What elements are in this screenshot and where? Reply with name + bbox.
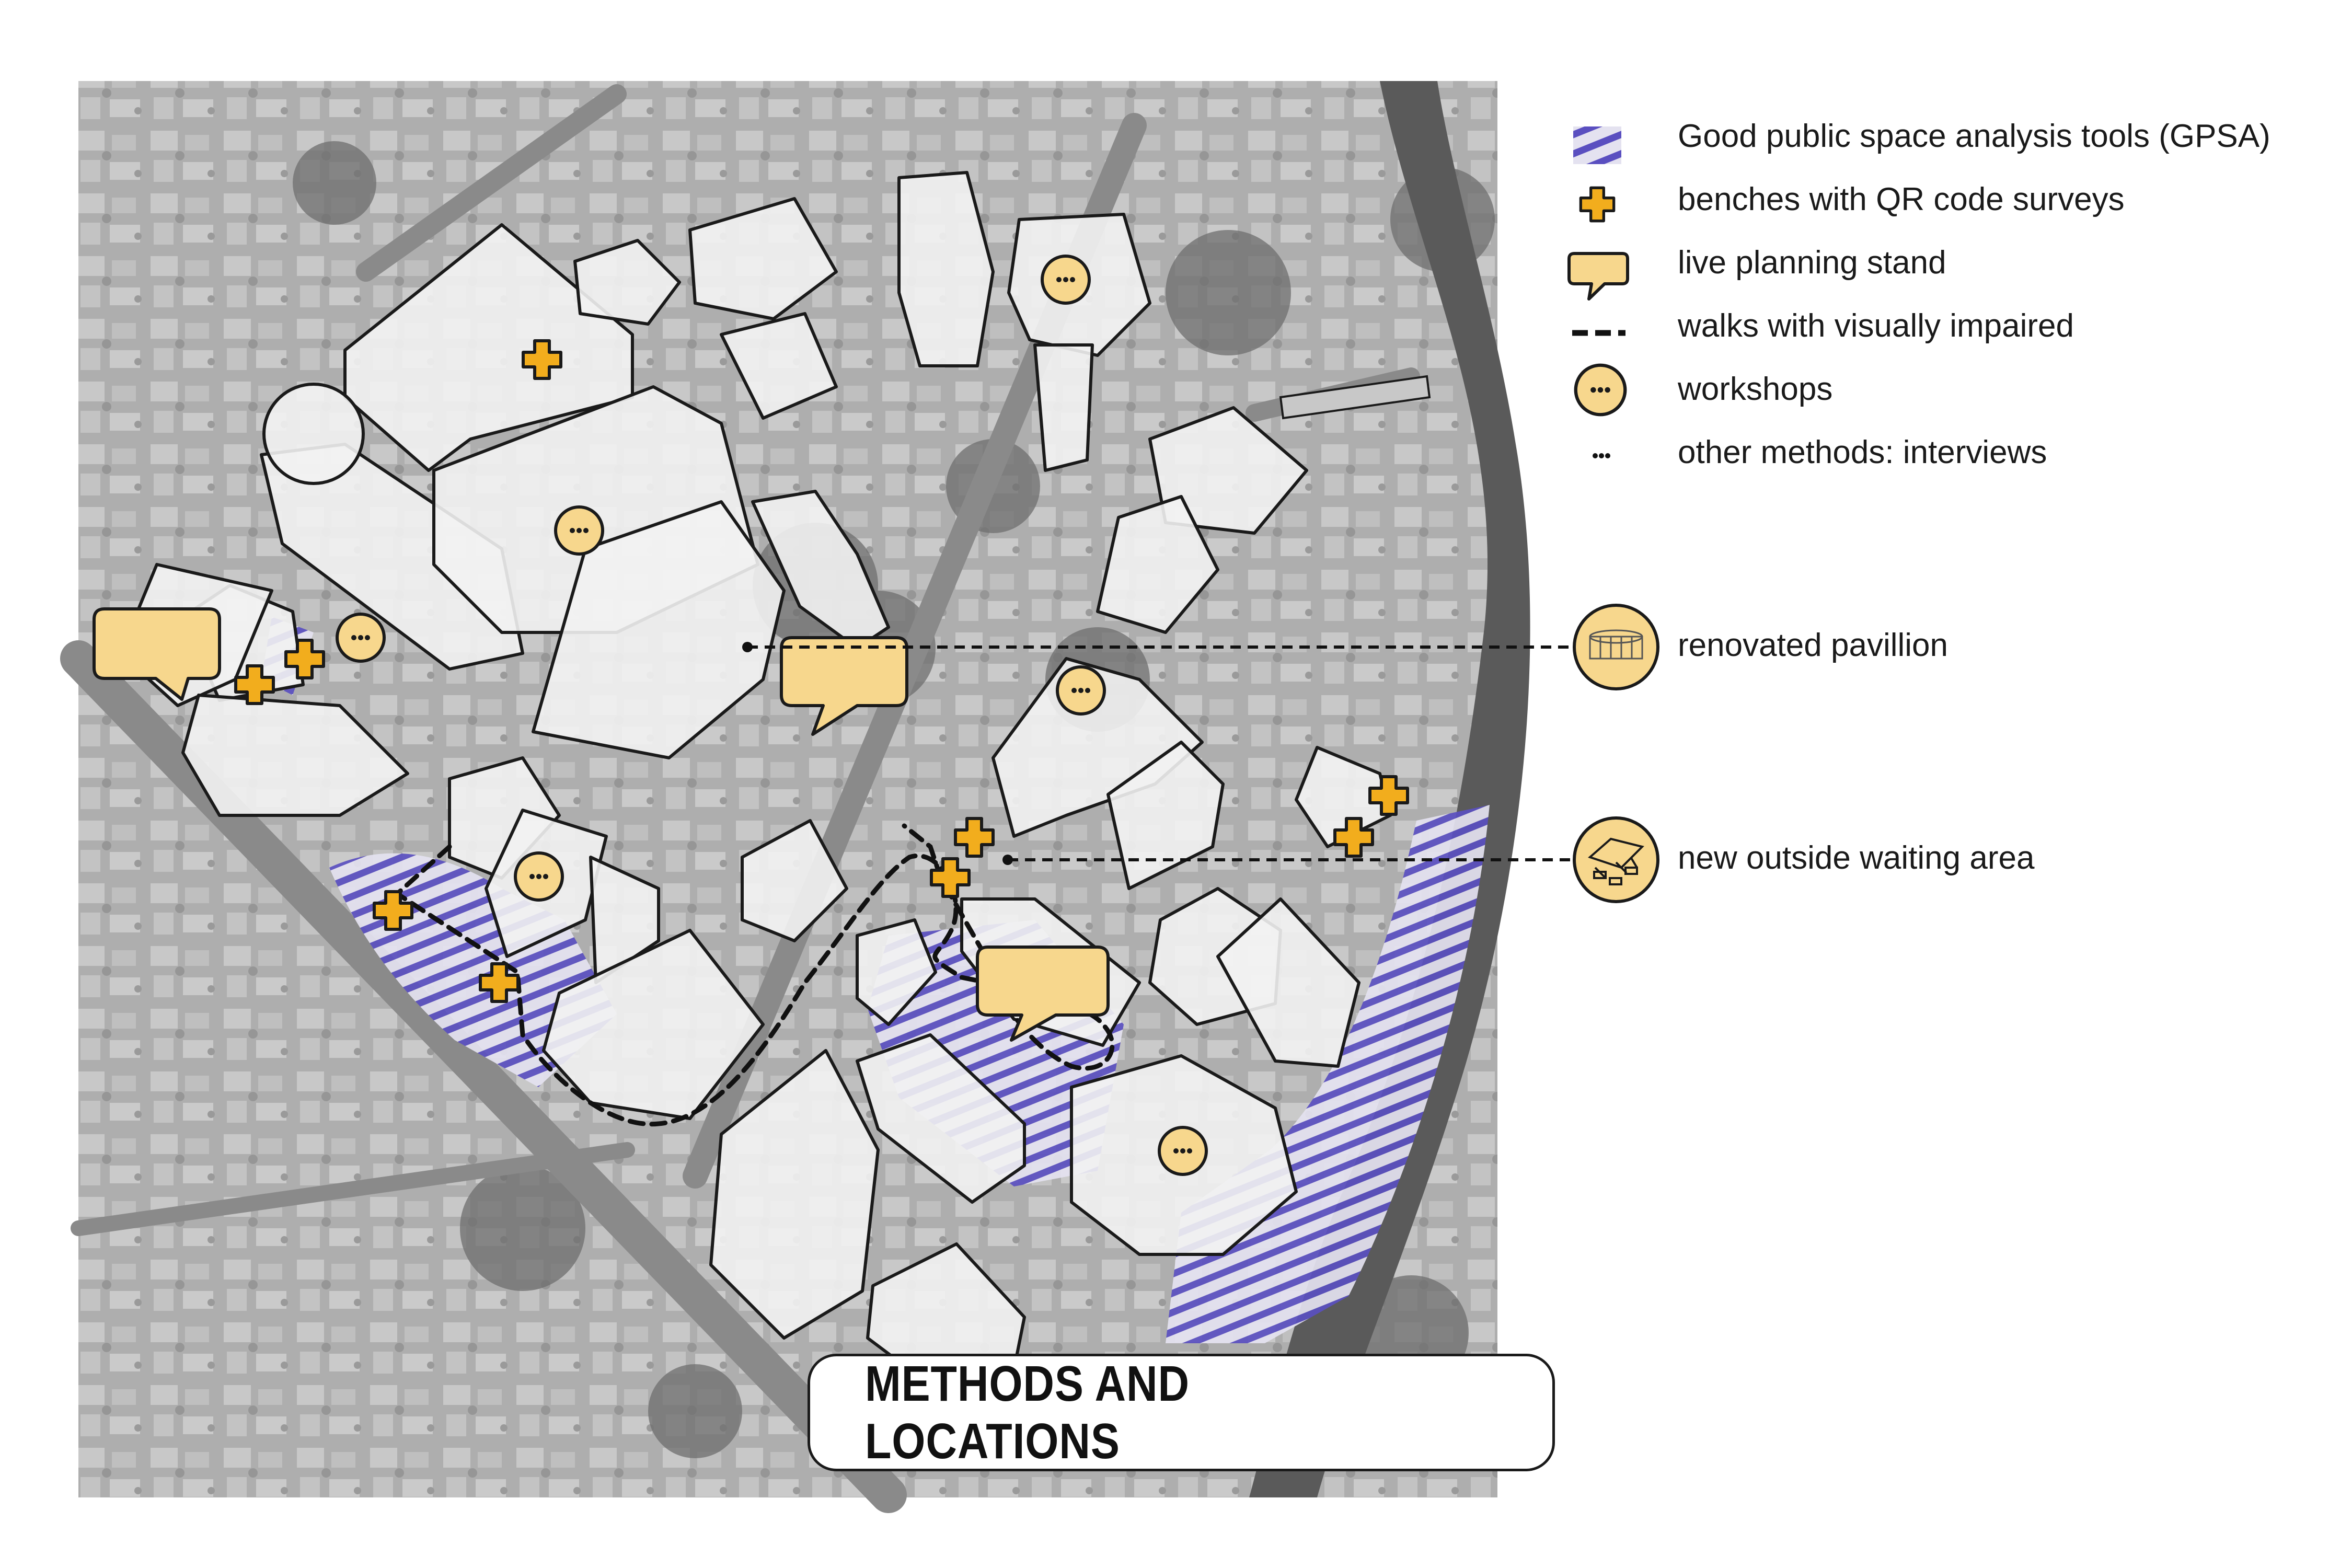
building [856,1033,1026,1204]
dots-circle-icon [1576,365,1625,415]
workshop-marker [1057,667,1104,714]
building [1096,495,1219,634]
building [688,197,838,320]
legend-label-benches: benches with QR code surveys [1678,181,2125,217]
legend-label-walks: walks with visually impaired [1678,308,2074,344]
building [1033,343,1094,472]
title-box: METHODS AND LOCATIONS [808,1354,1555,1471]
map-title: METHODS AND LOCATIONS [865,1355,1190,1469]
building [751,490,890,650]
callout-label-waiting-area: new outside waiting area [1678,840,2035,876]
legend-label-interviews: other methods: interviews [1678,434,2047,470]
building [573,239,681,326]
building [181,694,409,817]
waiting-area-icon [1573,816,1659,903]
walk-route [393,823,1115,1127]
workshop-marker [337,614,384,661]
legend-label-workshops: workshops [1678,371,1833,407]
legend-label-gpsa: Good public space analysis tools (GPSA) [1678,118,2270,154]
building [709,1049,880,1340]
planning-stand-bubble [976,946,1110,1042]
building [741,819,848,942]
building [1216,897,1361,1068]
building [897,171,995,367]
hatch-icon [1573,126,1621,164]
workshop-marker [1159,1127,1206,1174]
helipad [262,383,365,485]
legend-label-stand: live planning stand [1678,245,1946,281]
planning-stand-bubbles [93,607,1110,1042]
building [532,500,786,759]
building [343,223,634,472]
workshop-marker [1042,256,1089,303]
planning-stand-bubble [780,636,908,736]
workshop-marker [515,853,562,900]
callout-label-pavillion: renovated pavillion [1678,627,1949,663]
speech-bubble-icon [1567,252,1629,301]
legend-icons [1567,126,1629,458]
workshop-marker [556,507,603,554]
planning-stand-bubble [93,607,221,701]
highlighted-buildings [119,171,1392,1371]
ellipsis-icon [1593,453,1610,458]
building [856,918,937,1026]
building [589,856,660,984]
pavillion-icon [1573,604,1659,690]
building [542,929,765,1120]
plus-icon [1581,188,1613,221]
building [1106,741,1225,890]
building [720,312,838,420]
